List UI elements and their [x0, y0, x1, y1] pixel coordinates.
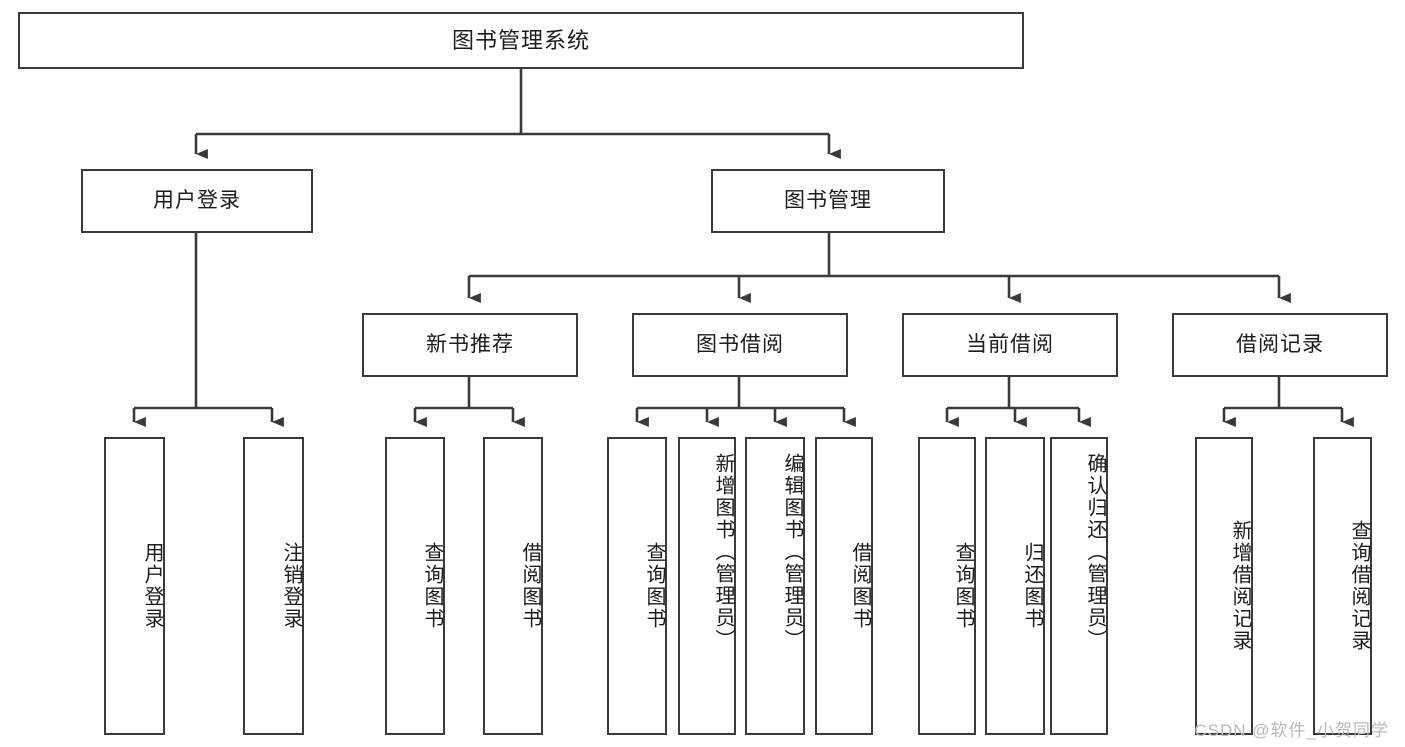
leaf-node-query-book-2[interactable]: 查询图书	[607, 437, 667, 735]
node-borrow-record[interactable]: 借阅记录	[1172, 313, 1388, 377]
node-user-login[interactable]: 用户登录	[81, 169, 313, 233]
leaf-node-add-record[interactable]: 新增借阅记录	[1195, 437, 1253, 735]
node-book-borrow[interactable]: 图书借阅	[632, 313, 848, 377]
node-borrow-record-label: 借阅记录	[1236, 332, 1324, 356]
leaf-label: 借阅图书	[519, 542, 541, 630]
leaf-node-borrow-book-1[interactable]: 借阅图书	[483, 437, 543, 735]
node-root-label: 图书管理系统	[451, 27, 590, 53]
node-book-borrow-label: 图书借阅	[696, 332, 784, 356]
leaf-node-query-book-3[interactable]: 查询图书	[918, 437, 976, 735]
node-user-login-label: 用户登录	[153, 188, 241, 212]
leaf-label: 确认归还（管理员）	[1084, 453, 1106, 651]
node-root[interactable]: 图书管理系统	[18, 12, 1024, 69]
node-book-manage[interactable]: 图书管理	[711, 169, 945, 233]
leaf-label: 归还图书	[1021, 542, 1043, 630]
node-current-borrow-label: 当前借阅	[966, 332, 1054, 356]
leaf-label: 查询图书	[421, 542, 443, 630]
leaf-label: 新增借阅记录	[1229, 520, 1251, 652]
leaf-label: 编辑图书（管理员）	[781, 453, 803, 651]
node-current-borrow[interactable]: 当前借阅	[902, 313, 1118, 377]
leaf-label: 新增图书（管理员）	[712, 453, 734, 651]
node-new-book-recommend[interactable]: 新书推荐	[362, 313, 578, 377]
leaf-label: 注销登录	[280, 542, 302, 630]
leaf-node-return-book[interactable]: 归还图书	[985, 437, 1045, 735]
leaf-node-query-book-1[interactable]: 查询图书	[385, 437, 445, 735]
node-book-manage-label: 图书管理	[784, 188, 872, 212]
leaf-label: 用户登录	[141, 542, 163, 630]
leaf-label: 查询借阅记录	[1348, 520, 1370, 652]
leaf-node-edit-book[interactable]: 编辑图书（管理员）	[745, 437, 805, 735]
leaf-node-borrow-book-2[interactable]: 借阅图书	[815, 437, 873, 735]
leaf-label: 查询图书	[643, 542, 665, 630]
leaf-node-logout-login[interactable]: 注销登录	[243, 437, 304, 735]
leaf-node-user-login[interactable]: 用户登录	[104, 437, 165, 735]
leaf-node-add-book[interactable]: 新增图书（管理员）	[678, 437, 736, 735]
leaf-node-query-record[interactable]: 查询借阅记录	[1313, 437, 1372, 735]
leaf-label: 借阅图书	[849, 542, 871, 630]
leaf-label: 查询图书	[952, 542, 974, 630]
leaf-node-confirm-return[interactable]: 确认归还（管理员）	[1050, 437, 1108, 735]
node-new-book-recommend-label: 新书推荐	[426, 332, 514, 356]
